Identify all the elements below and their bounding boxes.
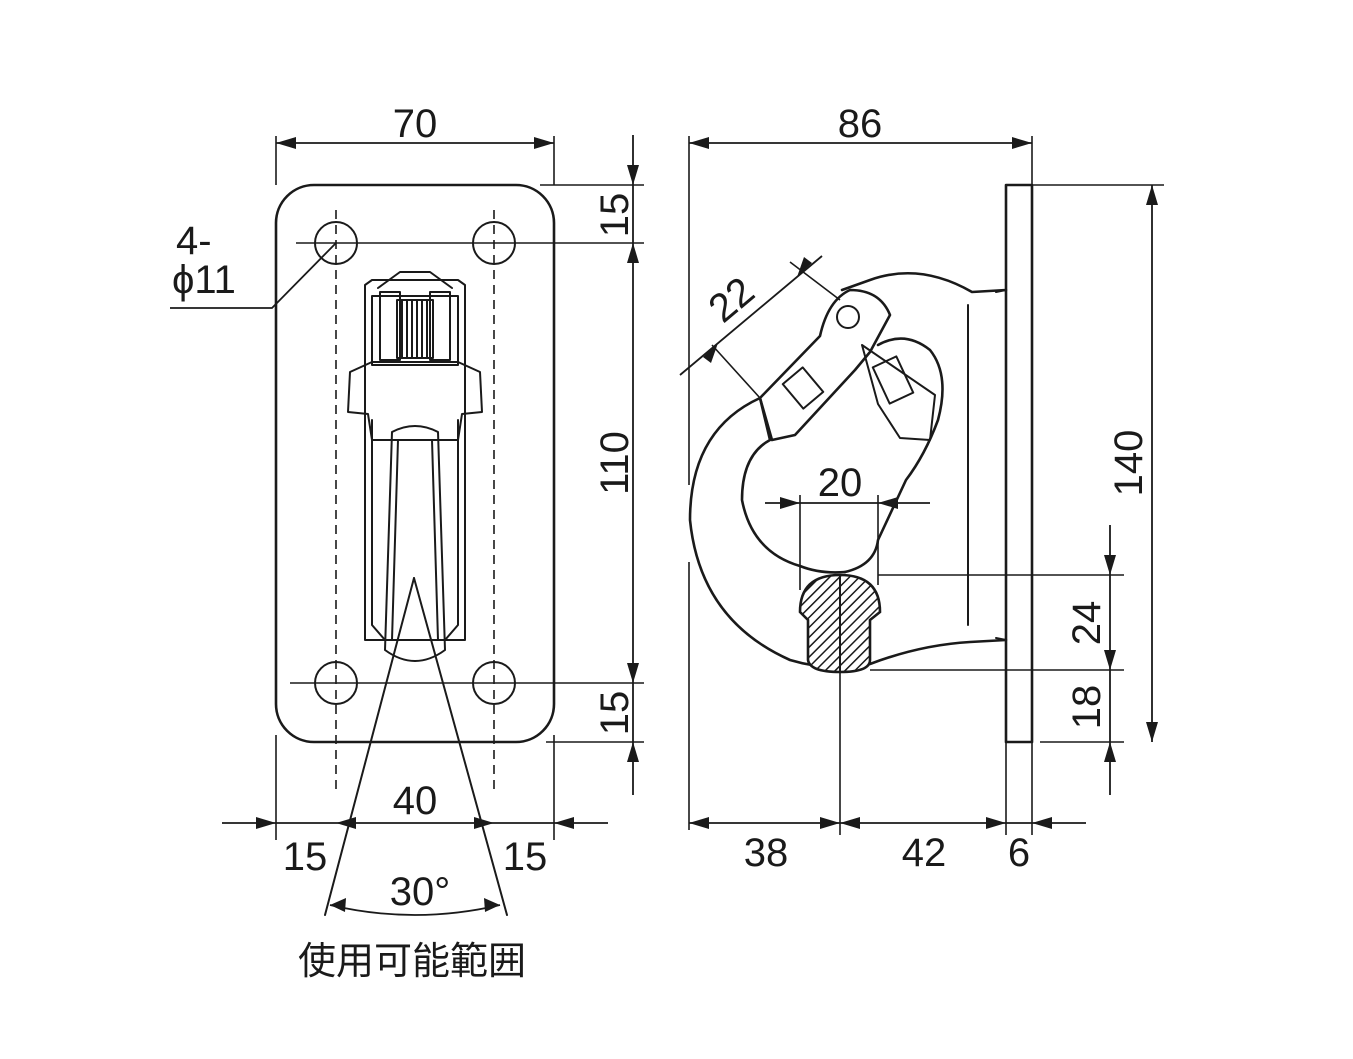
dim-hook-gap: 24 xyxy=(1065,601,1109,646)
usable-range-label: 使用可能範囲 xyxy=(298,939,526,983)
dim-plate-thickness: 6 xyxy=(1008,831,1030,875)
dim-edge-top: 15 xyxy=(593,193,637,238)
dim-hook-inner-width: 20 xyxy=(818,461,863,505)
dimension-labels: 70 4- ϕ11 15 110 15 40 15 15 30° 使用可能範囲 … xyxy=(172,102,1151,983)
front-view xyxy=(170,135,644,916)
dim-edge-left: 15 xyxy=(283,835,328,879)
range-line-right xyxy=(413,577,508,916)
dim-hole-pitch-vertical: 110 xyxy=(593,431,637,495)
mounting-hole-top-right xyxy=(472,221,516,265)
wall-plate xyxy=(1004,183,1034,744)
dim-hook-center-from-front: 38 xyxy=(744,831,789,875)
hole-spec-diameter: ϕ11 xyxy=(172,258,236,302)
hook-body-side xyxy=(688,271,1008,674)
range-arc xyxy=(329,904,501,916)
dim-hole-pitch-horizontal: 40 xyxy=(393,779,438,823)
base-plate-outline xyxy=(274,183,556,744)
dim-hook-center-to-plate: 42 xyxy=(902,831,947,875)
dim-edge-bottom: 15 xyxy=(593,691,637,736)
hole-spec-count: 4- xyxy=(176,219,212,263)
mounting-hole-top-left xyxy=(314,221,358,265)
side-view xyxy=(679,136,1164,835)
mounting-hole-bottom-left xyxy=(314,661,358,705)
dim-edge-right: 15 xyxy=(503,835,548,879)
hook-assembly-front xyxy=(347,271,483,662)
dim-hook-opening: 22 xyxy=(700,269,762,331)
dim-hook-bottom-offset: 18 xyxy=(1065,685,1109,730)
dim-swing-angle: 30° xyxy=(390,870,451,914)
mounting-hole-bottom-right xyxy=(472,661,516,705)
dim-side-height: 140 xyxy=(1107,430,1151,497)
range-line-left xyxy=(324,577,415,916)
dim-front-width: 70 xyxy=(393,102,438,146)
dim-side-depth: 86 xyxy=(838,102,883,146)
